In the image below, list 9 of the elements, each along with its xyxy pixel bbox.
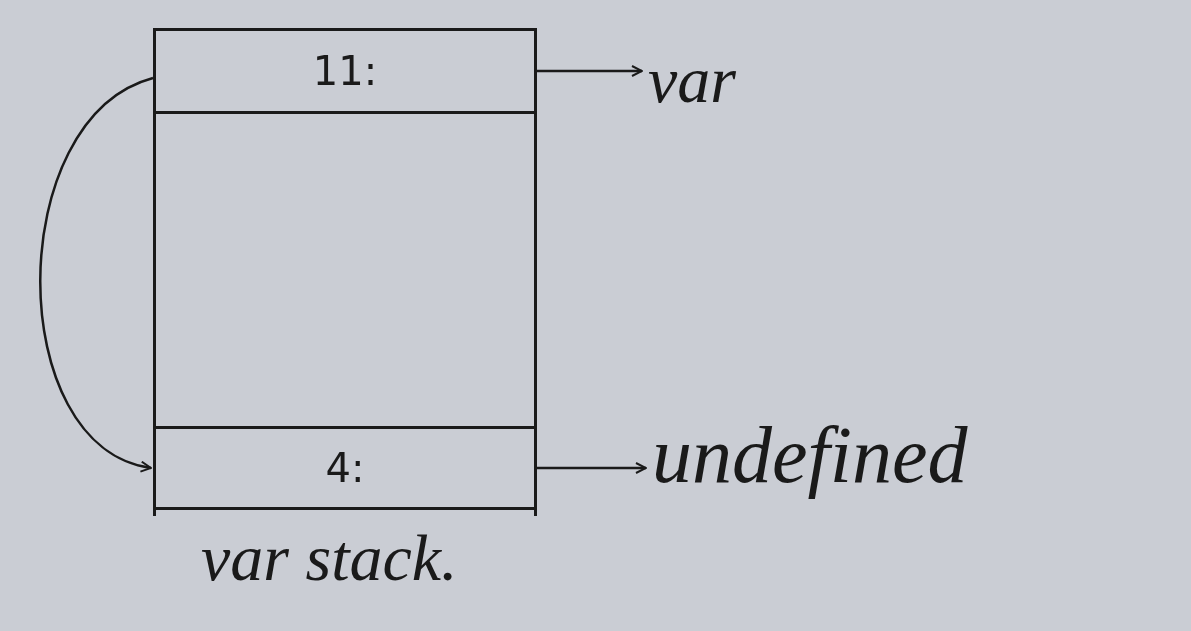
value-label: var xyxy=(648,40,828,120)
stack-slot: 4: xyxy=(153,426,537,510)
arrow xyxy=(39,76,154,471)
arrow xyxy=(537,462,647,474)
stack-frame xyxy=(153,28,537,516)
stack-slot: 11: xyxy=(153,28,537,114)
value-label: undefined xyxy=(652,400,1152,510)
stack-caption: var stack. xyxy=(201,520,458,596)
arrow xyxy=(537,65,643,77)
